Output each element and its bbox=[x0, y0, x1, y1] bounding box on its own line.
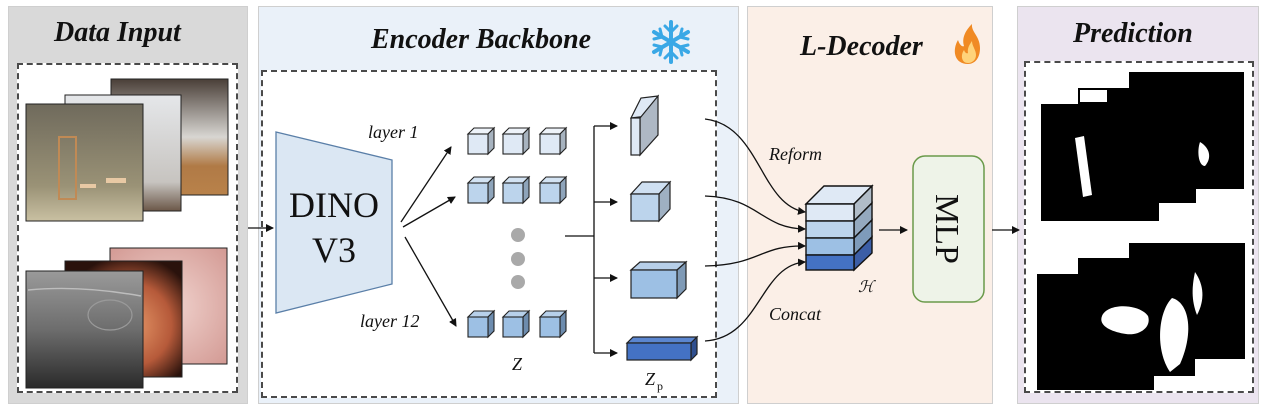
arrow-to-layer2 bbox=[402, 196, 456, 228]
table-shape bbox=[106, 178, 126, 183]
pyramid-feature-4 bbox=[625, 335, 699, 362]
arrow-to-layer1 bbox=[400, 146, 452, 223]
panel-title-data-input: Data Input bbox=[54, 17, 181, 48]
layer-last-label: layer 12 bbox=[360, 311, 419, 331]
mlp-block bbox=[912, 155, 985, 303]
prediction-masks-natural bbox=[1041, 72, 1244, 221]
input-image-group-medical bbox=[25, 247, 228, 389]
ultrasound-tissue-line bbox=[27, 287, 142, 297]
token-cube bbox=[501, 309, 531, 339]
fused-feature-cube bbox=[804, 184, 874, 272]
ellipsis-dot-2 bbox=[511, 252, 525, 266]
ellipsis-dot-3 bbox=[511, 275, 525, 289]
mask-lesion-2 bbox=[1160, 298, 1189, 372]
pyramid-feature-3 bbox=[629, 260, 688, 300]
stool-shape bbox=[80, 184, 96, 188]
token-cube bbox=[538, 175, 568, 205]
reform-curve-4 bbox=[704, 258, 806, 342]
ultrasound-lesion bbox=[87, 299, 133, 331]
ellipsis-dot-1 bbox=[511, 228, 525, 242]
mlp-label: MLP bbox=[928, 194, 965, 264]
mirror-shape bbox=[58, 136, 77, 200]
input-image-group-natural bbox=[25, 78, 229, 222]
panel-title-decoder: L-Decoder bbox=[800, 31, 923, 62]
layer-first-label: layer 1 bbox=[368, 122, 418, 142]
pyramid-feature-1 bbox=[629, 94, 660, 157]
mask-mirror-object bbox=[1075, 136, 1092, 197]
fire-icon bbox=[954, 24, 980, 64]
dino-label-line1: DINO bbox=[289, 185, 379, 225]
token-cube bbox=[538, 126, 568, 156]
fused-label-h: ℋ bbox=[858, 279, 876, 296]
token-cube bbox=[501, 126, 531, 156]
snowflake-icon bbox=[652, 20, 690, 64]
reform-curve-3 bbox=[704, 241, 806, 267]
token-cubes bbox=[466, 126, 568, 339]
prediction-masks-medical bbox=[1037, 243, 1245, 390]
input-image-mirror bbox=[25, 103, 144, 222]
dino-label-line2: V3 bbox=[312, 230, 356, 270]
mask-object-top bbox=[1080, 90, 1107, 102]
token-cube bbox=[538, 309, 568, 339]
token-cube bbox=[466, 309, 496, 339]
reform-curve-2 bbox=[704, 195, 806, 233]
reform-label: Reform bbox=[768, 144, 822, 164]
mask-mirror bbox=[1041, 104, 1159, 221]
concat-label: Concat bbox=[769, 304, 822, 324]
token-cube bbox=[466, 126, 496, 156]
token-label-z: Z bbox=[512, 354, 523, 374]
panel-title-encoder: Encoder Backbone bbox=[371, 24, 592, 55]
pyramid-label-z: Z bbox=[645, 369, 656, 389]
mask-person-object bbox=[1198, 142, 1210, 166]
pyramid-feature-2 bbox=[629, 180, 672, 223]
mask-lesion-1 bbox=[1101, 306, 1149, 335]
token-cube bbox=[501, 175, 531, 205]
pyramid-label-subscript: p bbox=[657, 379, 663, 393]
mask-lesion-3 bbox=[1192, 272, 1203, 315]
input-image-ultrasound bbox=[25, 270, 144, 389]
panel-title-prediction: Prediction bbox=[1073, 18, 1193, 49]
arrow-to-layer12 bbox=[404, 236, 457, 327]
dino-encoder-trapezoid bbox=[275, 131, 393, 314]
reform-curve-1 bbox=[704, 118, 806, 215]
token-cube bbox=[466, 175, 496, 205]
